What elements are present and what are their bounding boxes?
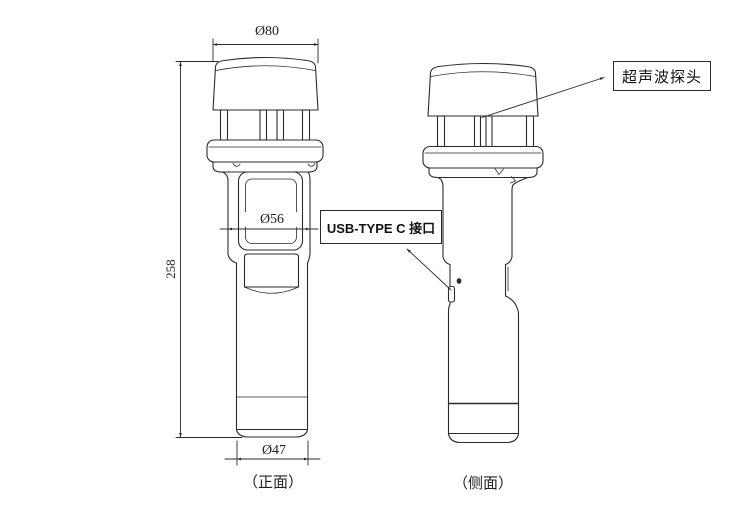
- dim-cap-diameter-label: Ø80: [240, 24, 294, 40]
- dim-height-lines: [175, 61, 243, 438]
- side-flange: [428, 167, 538, 179]
- front-cap-rim: [215, 65, 316, 71]
- dim-base-diameter-label: Ø47: [247, 443, 301, 459]
- usb-callout-box: USB-TYPE C 接口: [320, 210, 442, 244]
- side-base-disc: [422, 145, 544, 169]
- front-view-caption: （正面）: [242, 475, 303, 491]
- front-panel-outer: [237, 171, 304, 251]
- front-panel-inner: [245, 178, 297, 244]
- front-button-circle: [260, 259, 283, 282]
- side-view-drawing: [422, 62, 544, 444]
- side-cap: [427, 62, 539, 117]
- side-led-dot: [456, 278, 462, 284]
- front-base-disc: [206, 139, 324, 163]
- front-legs: [219, 109, 311, 141]
- dim-height-label: 258: [162, 259, 178, 279]
- side-view-caption: （侧面）: [452, 476, 513, 492]
- side-legs: [436, 115, 535, 148]
- probe-callout-box: 超声波探头: [613, 61, 711, 91]
- front-cap: [212, 56, 319, 111]
- usb-leader-arrow: [406, 248, 452, 291]
- front-flange: [212, 161, 318, 173]
- probe-leader-arrow: [481, 77, 605, 118]
- dim-base-diameter-lines: [224, 440, 321, 466]
- dim-body-diameter-label: Ø56: [245, 212, 299, 228]
- usb-port-notch: [447, 285, 456, 303]
- dim-cap-diameter-lines: [212, 38, 319, 64]
- front-view-drawing: [206, 56, 324, 438]
- side-cap-rim: [430, 71, 536, 77]
